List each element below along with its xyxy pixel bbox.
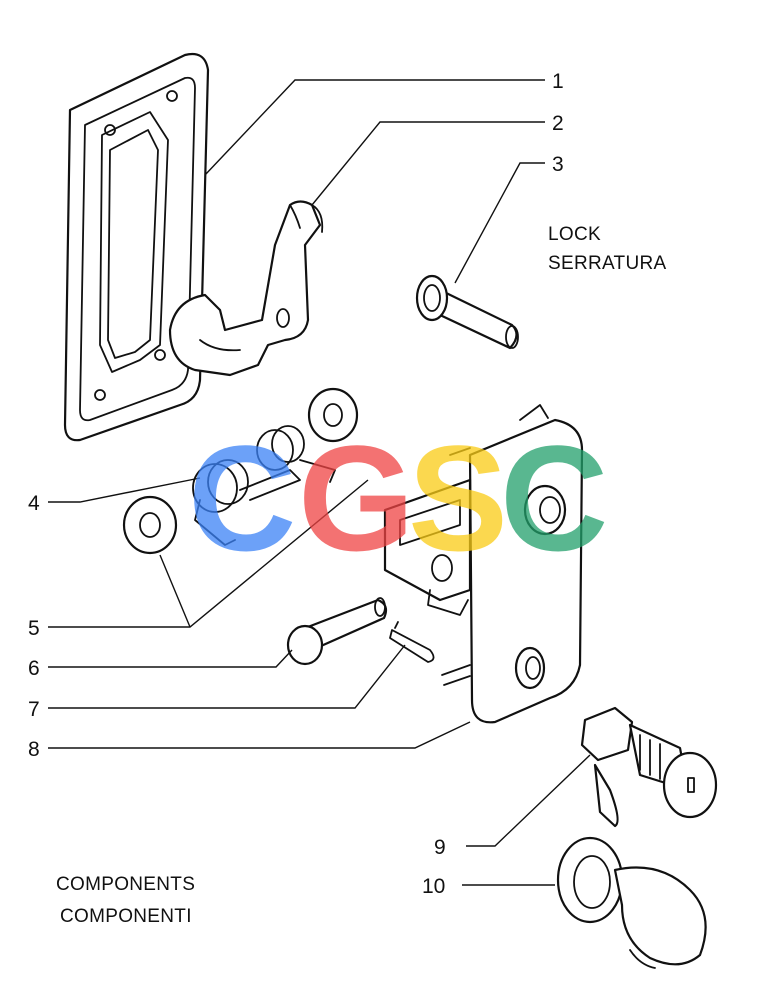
- caption-line-2: COMPONENTI: [60, 906, 192, 927]
- part-3-pin: [415, 274, 519, 350]
- part-5-washers: [122, 387, 359, 555]
- watermark: C G S C: [188, 414, 608, 582]
- title-line-2: SERRATURA: [548, 253, 666, 274]
- title-line-1: LOCK: [548, 224, 601, 245]
- watermark-letter-4: C: [500, 414, 608, 582]
- callout-6: 6: [28, 657, 40, 680]
- watermark-letter-3: S: [408, 414, 508, 582]
- callout-4: 4: [28, 492, 40, 515]
- watermark-letter-2: G: [298, 414, 415, 582]
- part-4-torsion-spring: [192, 425, 336, 546]
- part-1-gasket-frame: [63, 52, 210, 442]
- callout-1: 1: [552, 70, 564, 93]
- callout-numbers: 1 2 3 4 5 6 7 8 9 10: [28, 70, 564, 898]
- part-9-lock-cylinder: [580, 706, 718, 828]
- callout-5: 5: [28, 617, 40, 640]
- part-8-lock-body: [383, 404, 584, 724]
- watermark-letter-1: C: [188, 414, 296, 582]
- part-10-dust-cover: [556, 836, 707, 969]
- callout-3: 3: [552, 153, 564, 176]
- callout-9: 9: [434, 836, 446, 859]
- part-2-latch-hook: [168, 200, 324, 377]
- part-6-clevis-pin: [286, 597, 388, 666]
- leader-lines: [48, 79, 591, 886]
- callout-2: 2: [552, 112, 564, 135]
- caption-line-1: COMPONENTS: [56, 874, 195, 895]
- callout-7: 7: [28, 698, 40, 721]
- part-7-cotter-pin: [389, 621, 435, 663]
- callout-8: 8: [28, 738, 40, 761]
- callout-10: 10: [422, 875, 445, 898]
